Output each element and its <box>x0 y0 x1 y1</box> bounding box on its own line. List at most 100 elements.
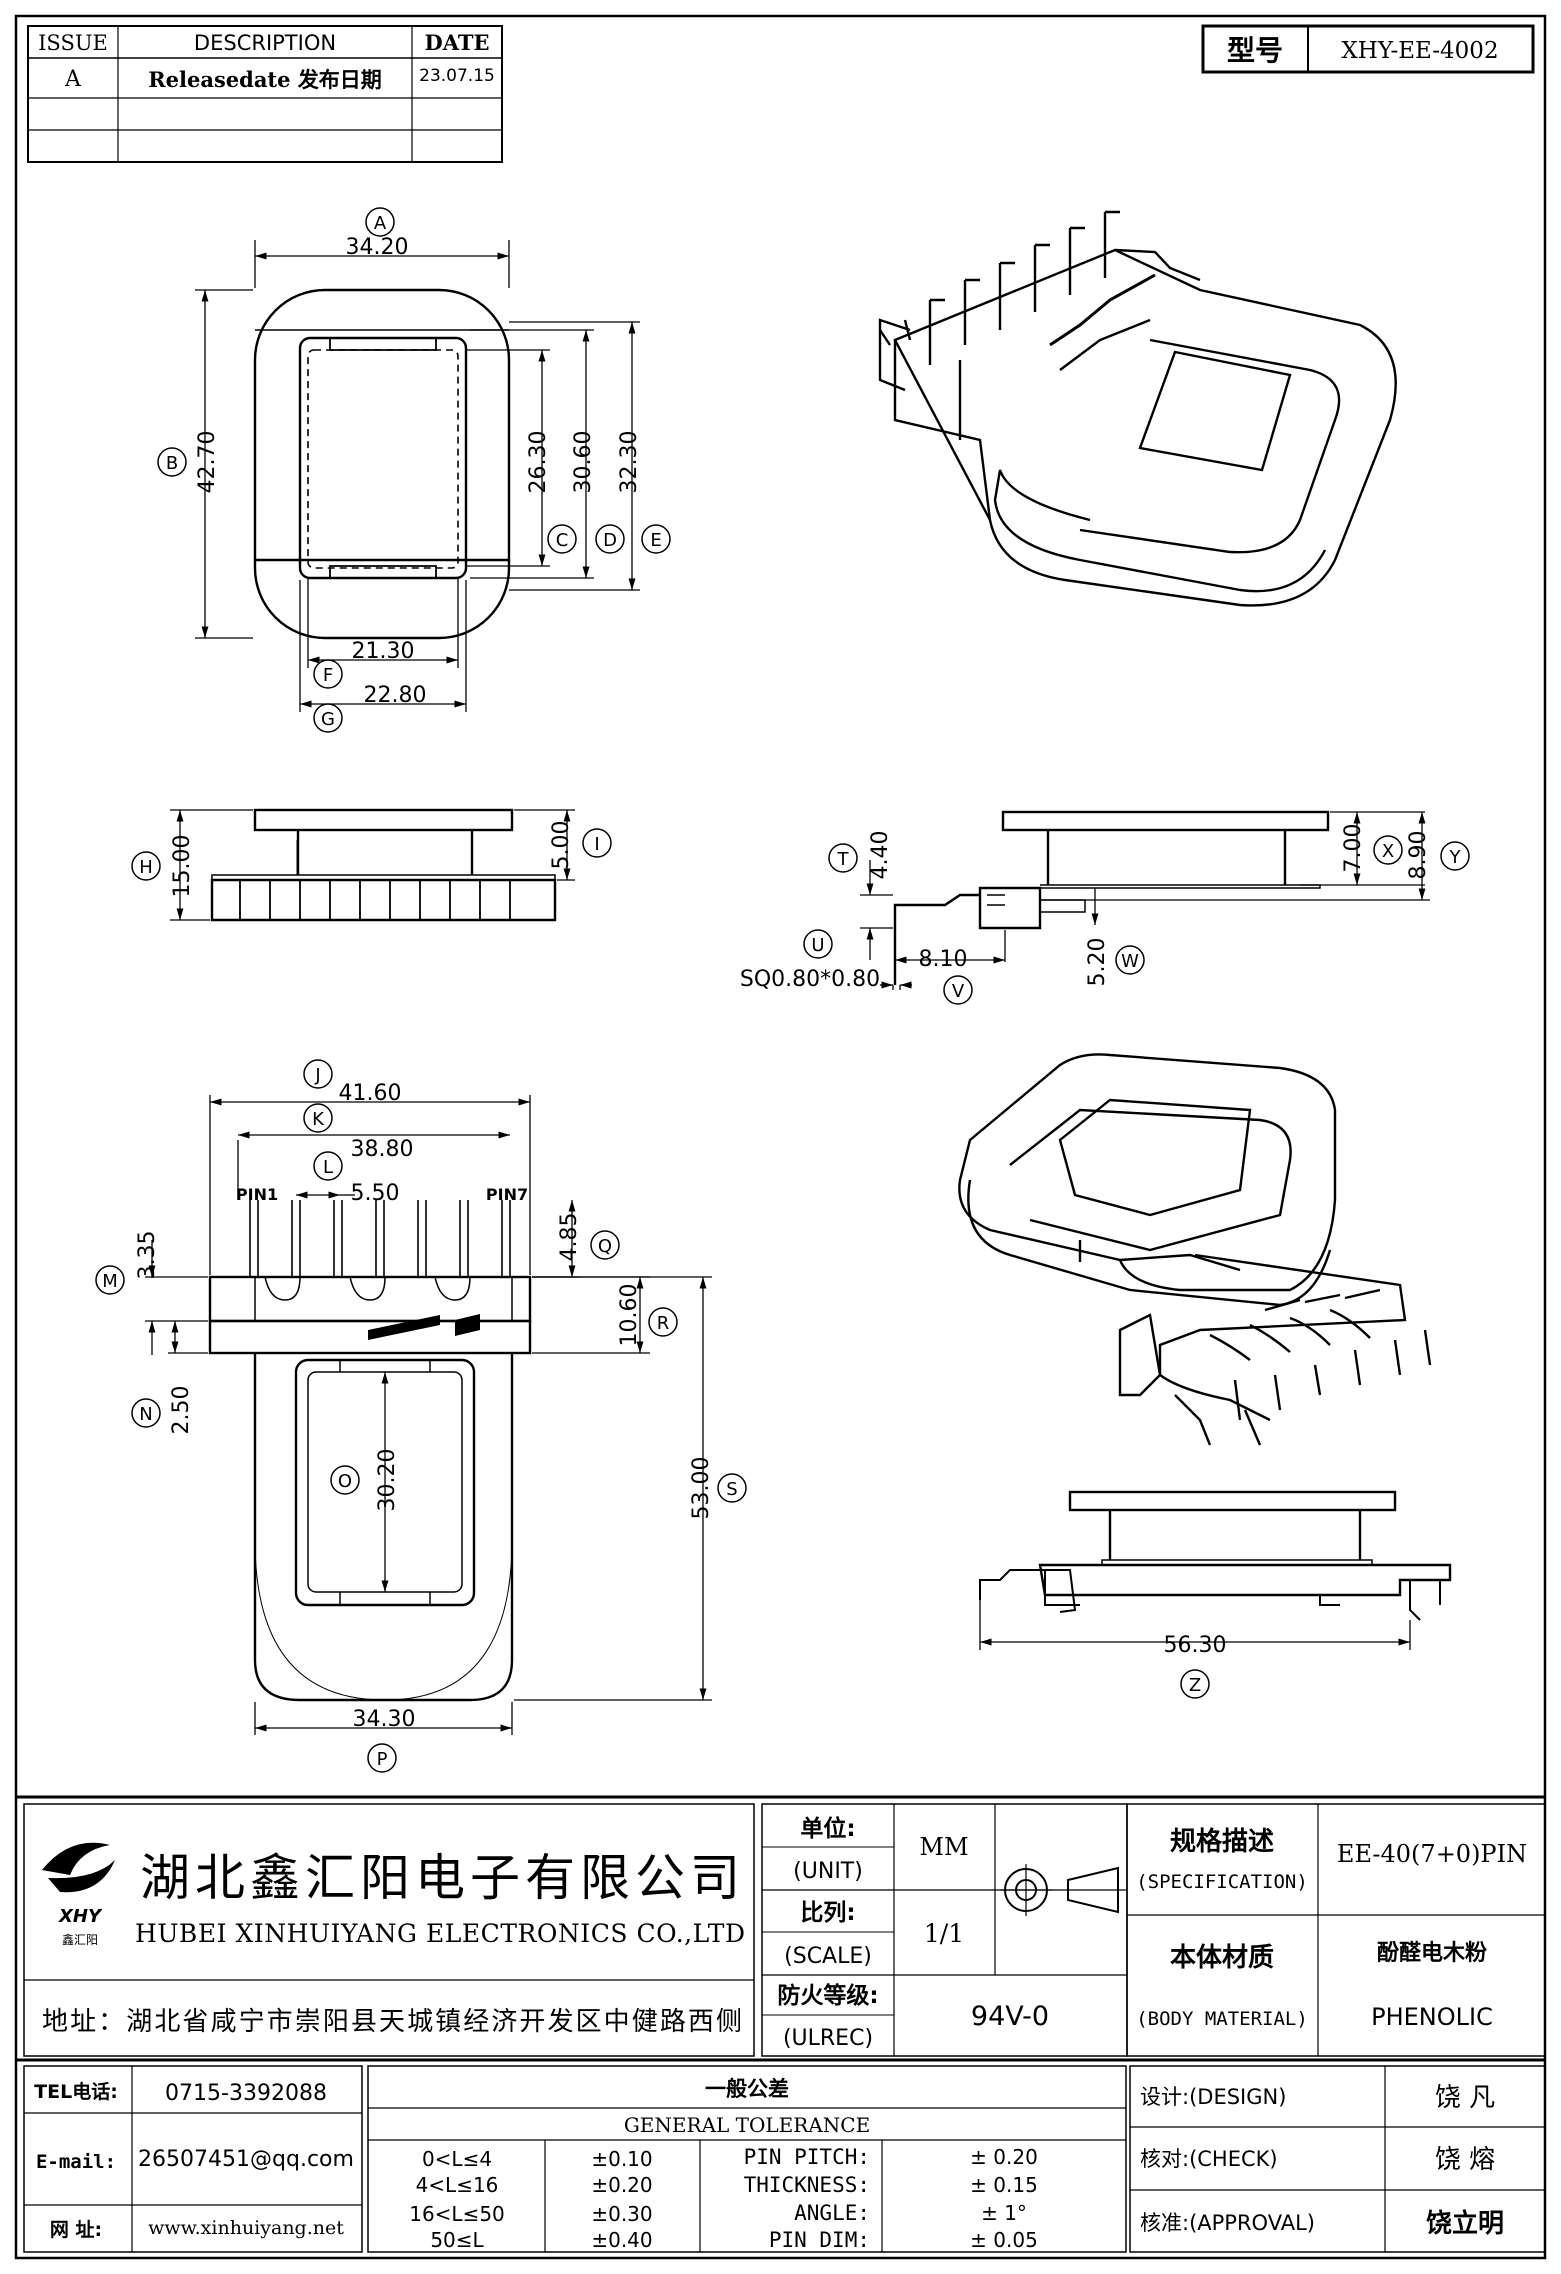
side-view: 15.00 H 5.00 I <box>131 808 612 922</box>
dim-c-bubble: C <box>556 530 569 551</box>
bottom-view: PIN1 PIN7 41.60 J 38.80 K 5.50 L 3.35 M … <box>95 1059 747 1773</box>
email-value: 26507451@qq.com <box>138 2147 354 2172</box>
check-name: 饶 熔 <box>1435 2145 1495 2175</box>
unit-label-en: (UNIT) <box>793 1859 863 1884</box>
scale-label-cn: 比列: <box>800 1900 855 1926</box>
dim-m-bubble: M <box>102 1271 118 1292</box>
tol-range-4: 50≤L <box>430 2228 484 2252</box>
dim-e-bubble: E <box>650 530 661 551</box>
dim-t-bubble: T <box>837 849 850 870</box>
dim-t-value: 4.40 <box>868 831 893 880</box>
unit-label-cn: 单位: <box>800 1815 855 1842</box>
dim-r-bubble: R <box>657 1313 670 1334</box>
dim-f-bubble: F <box>323 665 333 686</box>
dim-u-bubble: U <box>811 935 824 956</box>
dim-n-bubble: N <box>139 1404 152 1425</box>
design-label: 设计:(DESIGN) <box>1140 2085 1286 2109</box>
approval-name: 饶立明 <box>1426 2208 1504 2239</box>
spec-value: EE-40(7+0)PIN <box>1337 1840 1527 1868</box>
pin1-label: PIN1 <box>236 1185 278 1204</box>
pin7-label: PIN7 <box>486 1185 528 1204</box>
check-label: 核对:(CHECK) <box>1140 2147 1278 2171</box>
dim-k-bubble: K <box>312 1109 325 1130</box>
isometric-view-bottom <box>958 1053 1432 1446</box>
material-label-en: (BODY MATERIAL) <box>1136 2008 1308 2030</box>
dim-y-value: 8.90 <box>1406 831 1431 880</box>
material-label-cn: 本体材质 <box>1170 1943 1274 1973</box>
tol-value-3: ±0.30 <box>591 2202 652 2226</box>
ul-label-en: (ULREC) <box>783 2026 873 2051</box>
tol-range-3: 16<L≤50 <box>409 2202 505 2226</box>
dim-h-bubble: H <box>139 857 153 878</box>
spec-angle-value: ± 1° <box>981 2201 1027 2225</box>
rev-header-issue: ISSUE <box>38 31 108 55</box>
dim-j-value: 41.60 <box>339 1081 402 1106</box>
scale-label-en: (SCALE) <box>784 1944 872 1969</box>
dim-h-value: 15.00 <box>170 835 195 898</box>
model-label: 型号 <box>1227 34 1283 67</box>
company-name-en: HUBEI XINHUIYANG ELECTRONICS CO.,LTD <box>135 1919 745 1948</box>
ul-value: 94V-0 <box>971 2001 1049 2032</box>
rev-header-description: DESCRIPTION <box>194 31 336 55</box>
tol-value-2: ±0.20 <box>591 2173 652 2197</box>
title-block: XHY 鑫汇阳 湖北鑫汇阳电子有限公司 HUBEI XINHUIYANG ELE… <box>16 1795 1546 2253</box>
material-value-en: PHENOLIC <box>1371 2003 1493 2031</box>
unit-value: MM <box>919 1833 968 1861</box>
ul-label-cn: 防火等级: <box>777 1982 878 2009</box>
dim-m-value: 3.35 <box>135 1231 160 1280</box>
spec-thickness-label: THICKNESS: <box>744 2173 870 2197</box>
email-label: E-mail: <box>36 2151 116 2173</box>
dim-b-bubble: B <box>166 453 178 474</box>
dim-f-value: 21.30 <box>352 639 415 664</box>
approval-label: 核准:(APPROVAL) <box>1140 2211 1315 2235</box>
front-view: 56.30 Z <box>979 1490 1452 1699</box>
dim-q-value: 4.85 <box>557 1213 582 1262</box>
dim-k-value: 38.80 <box>351 1137 414 1162</box>
tol-range-2: 4<L≤16 <box>416 2173 499 2197</box>
dim-p-bubble: P <box>377 1749 388 1770</box>
dim-r-value: 10.60 <box>617 1284 642 1347</box>
tol-value-4: ±0.40 <box>591 2228 652 2252</box>
web-value: www.xinhuiyang.net <box>148 2217 344 2239</box>
company-address: 地址：湖北省咸宁市崇阳县天城镇经济开发区中健路西侧 <box>42 2007 742 2037</box>
dim-w-bubble: W <box>1121 951 1139 972</box>
material-value-cn: 酚醛电木粉 <box>1377 1941 1487 1966</box>
rev-description-a: Releasedate 发布日期 <box>148 67 382 92</box>
dim-l-bubble: L <box>323 1157 333 1178</box>
tel-value: 0715-3392088 <box>165 2081 327 2106</box>
isometric-view-top <box>878 210 1397 607</box>
sheet-border <box>14 14 1547 2260</box>
dim-e-value: 32.30 <box>617 431 642 494</box>
dim-o-bubble: O <box>338 1471 352 1492</box>
model-box: 型号 XHY-EE-4002 <box>1201 24 1535 74</box>
spec-pin-dim-label: PIN DIM: <box>769 2228 870 2252</box>
logo-sub: 鑫汇阳 <box>62 1932 98 1947</box>
design-name: 饶 凡 <box>1435 2083 1495 2113</box>
dim-v-value: 8.10 <box>919 947 968 972</box>
dim-j-bubble: J <box>314 1065 320 1086</box>
dim-y-bubble: Y <box>1449 847 1462 868</box>
dim-s-bubble: S <box>726 1479 737 1500</box>
tolerance-title-cn: 一般公差 <box>705 2077 789 2101</box>
dim-i-bubble: I <box>594 834 599 855</box>
dim-g-bubble: G <box>321 709 335 730</box>
dim-s-value: 53.00 <box>689 1457 714 1520</box>
tolerance-title-en: GENERAL TOLERANCE <box>624 2113 870 2137</box>
model-value: XHY-EE-4002 <box>1341 38 1498 64</box>
dim-v-bubble: V <box>952 981 965 1002</box>
dim-g-value: 22.80 <box>364 683 427 708</box>
scale-value: 1/1 <box>924 1919 964 1948</box>
dim-d-value: 30.60 <box>571 431 596 494</box>
spec-label-en: (SPECIFICATION) <box>1136 1871 1308 1893</box>
dim-u-value: SQ0.80*0.80 <box>740 967 880 992</box>
tol-value-1: ±0.10 <box>591 2147 652 2171</box>
projection-symbol-icon <box>1000 1864 1126 1916</box>
dim-x-bubble: X <box>1382 841 1394 862</box>
spec-angle-label: ANGLE: <box>794 2201 870 2225</box>
dim-i-value: 5.00 <box>549 821 574 870</box>
dim-a-bubble: A <box>374 213 387 234</box>
rev-issue-a: A <box>64 67 82 92</box>
dim-q-bubble: Q <box>598 1236 612 1257</box>
company-name-cn: 湖北鑫汇阳电子有限公司 <box>140 1849 740 1907</box>
